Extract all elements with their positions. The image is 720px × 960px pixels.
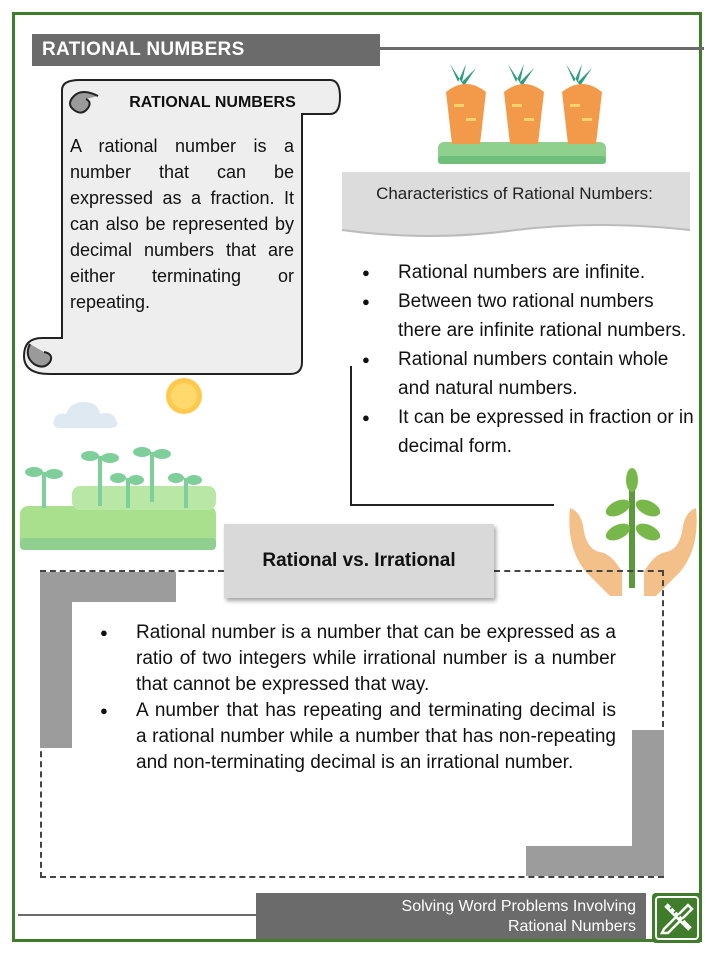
pencil-ruler-logo-icon — [652, 893, 702, 943]
corner-accent-bottom — [526, 846, 664, 876]
list-item: It can be expressed in fraction or in de… — [360, 403, 695, 461]
characteristics-banner — [341, 172, 691, 237]
list-item: Between two rational numbers there are i… — [360, 287, 695, 345]
page-title: RATIONAL NUMBERS — [32, 34, 380, 66]
definition-heading: RATIONAL NUMBERS — [129, 94, 296, 111]
characteristics-title: Characteristics of Rational Numbers: — [376, 184, 653, 203]
page-border — [12, 12, 702, 942]
hands-plant-icon — [569, 468, 697, 596]
frame-top-left — [40, 570, 224, 572]
sun-icon — [166, 378, 202, 414]
footer-line-1: Solving Word Problems Involving — [401, 898, 636, 915]
definition-text: A rational number is a number that can b… — [70, 136, 294, 312]
footer-title: Solving Word Problems Involving Rational… — [256, 893, 646, 939]
sprouts-icon — [20, 447, 216, 550]
bracket-horizontal — [350, 504, 554, 506]
comparison-title: Rational vs. Irrational — [224, 524, 494, 598]
list-item: Rational numbers are infinite. — [360, 258, 695, 287]
frame-top-right — [494, 570, 664, 572]
footer-line-2: Rational Numbers — [507, 918, 636, 935]
list-item: Rational number is a number that can be … — [98, 620, 616, 698]
cloud-icon — [53, 402, 118, 428]
carrots-icon — [438, 64, 606, 164]
list-item: A number that has repeating and terminat… — [98, 698, 616, 776]
list-item: Rational numbers contain whole and natur… — [360, 345, 695, 403]
comparison-list: Rational number is a number that can be … — [98, 620, 616, 776]
title-rule — [380, 47, 704, 50]
characteristics-list: Rational numbers are infinite. Between t… — [360, 258, 695, 461]
footer-rule — [18, 914, 258, 916]
bracket-vertical — [350, 366, 352, 506]
corner-accent-left — [40, 572, 72, 748]
